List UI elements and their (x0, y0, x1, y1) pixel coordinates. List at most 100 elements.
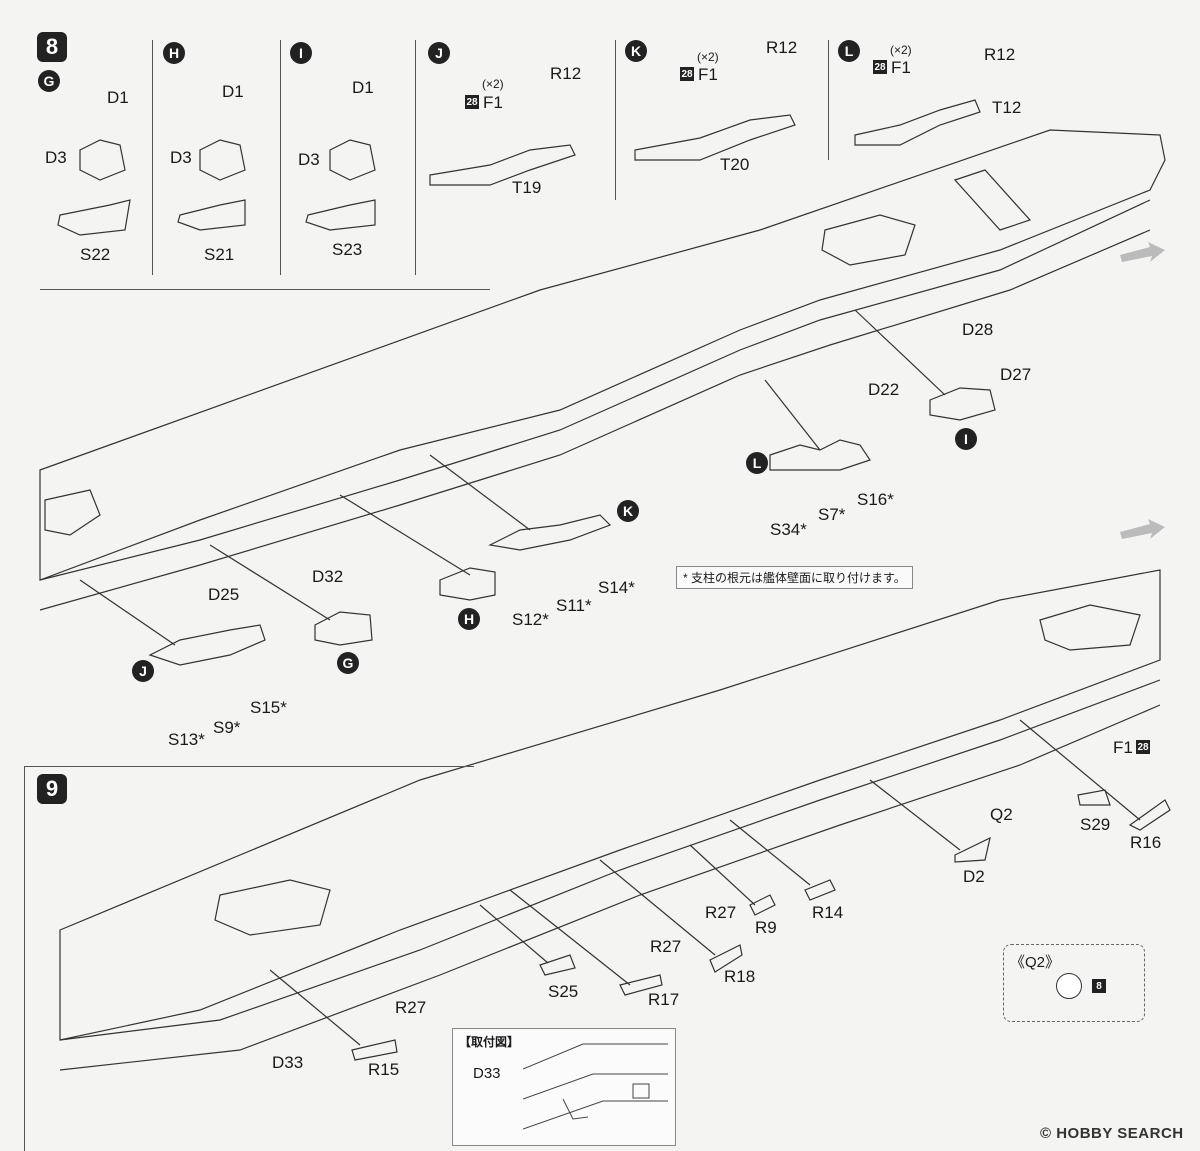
part-label-D3: D3 (170, 148, 192, 167)
sprue-number-badge: 28 (465, 95, 479, 109)
part-label-R12: R12 (766, 38, 798, 57)
part-label-D3: D3 (45, 148, 67, 167)
part-S29-shape (1077, 789, 1111, 806)
part-label-D28: D28 (962, 320, 994, 339)
arrow9-R18 (599, 859, 716, 956)
arrow9-R16 (1019, 719, 1141, 821)
part-label-D1: D1 (222, 82, 244, 101)
part-label-R15: R15 (368, 1060, 400, 1079)
part-label-R12: R12 (984, 45, 1016, 64)
part-S25-shape (539, 954, 576, 976)
assembly-marker-H: H (458, 608, 480, 630)
divider (152, 40, 153, 275)
elevator-2 (44, 489, 101, 536)
arrow-J (79, 579, 176, 646)
mounting-detail-drawing (523, 1043, 668, 1130)
subassy-L (769, 439, 871, 471)
part-label-D1: D1 (352, 78, 374, 97)
assembly-note: * 支柱の根元は艦体壁面に取り付けます。 (676, 566, 913, 589)
elevator9-1 (1039, 604, 1141, 651)
arrow9-R9 (689, 844, 756, 906)
motion-arrow-2 (1120, 519, 1165, 539)
assembly-marker-G: G (337, 652, 359, 674)
part-label-F1: F1 (891, 58, 911, 77)
assembly-marker-J: J (132, 660, 154, 682)
divider (40, 289, 490, 290)
part-label-R9: R9 (755, 918, 777, 937)
subassy-K (488, 514, 612, 551)
subG-S22 (57, 199, 131, 236)
part-label-Q2: Q2 (990, 805, 1013, 824)
part-R17-shape (619, 974, 663, 996)
part-label-S29: S29 (1080, 815, 1111, 834)
divider (415, 40, 416, 275)
assembly-marker-L: L (746, 452, 768, 474)
step-9-badge: 9 (37, 774, 67, 804)
hull-lower-line (39, 229, 1151, 611)
hull9-lower-line (59, 704, 1161, 1071)
hull9-side-line (59, 679, 1161, 1041)
elevator9-2 (214, 879, 331, 936)
sprue-number-badge: 28 (680, 67, 694, 81)
hull-side-line (39, 199, 1151, 581)
arrow-G (209, 544, 331, 621)
sprue-number-badge: 8 (1092, 979, 1106, 993)
part-label-S12: S12* (512, 610, 549, 629)
part-label-T20: T20 (720, 155, 750, 174)
substep-L-marker: L (838, 40, 860, 62)
quantity-label: (×2) (890, 43, 912, 57)
part-label-S7: S7* (818, 505, 846, 524)
assembly-marker-K: K (617, 500, 639, 522)
subH-D3 (199, 139, 246, 181)
divider (24, 766, 25, 1151)
part-R18-shape (709, 944, 743, 973)
part-R16-shape (1128, 799, 1171, 831)
part-label-R27: R27 (650, 937, 682, 956)
part-label-T19: T19 (512, 178, 542, 197)
substep-H-marker: H (163, 42, 185, 64)
part-label-R14: R14 (812, 903, 844, 922)
subassy-H (439, 567, 496, 601)
sprue-number-badge: 28 (1136, 740, 1150, 754)
part-label-S23: S23 (332, 240, 363, 259)
part-label-R16: R16 (1130, 833, 1162, 852)
subJ-T19 (429, 144, 576, 186)
part-label-D33: D33 (272, 1053, 304, 1072)
part-label-D1: D1 (107, 88, 129, 107)
part-label-S21: S21 (204, 245, 235, 264)
mounting-diagram-inset: 【取付図】 D33 (452, 1028, 676, 1146)
part-R15-shape (351, 1039, 398, 1061)
divider (280, 40, 281, 275)
part-label-D33: D33 (473, 1065, 501, 1082)
part-label-S34: S34* (770, 520, 807, 539)
subG-D3 (79, 139, 126, 181)
quantity-label: (×2) (482, 77, 504, 91)
arrow9-R14 (729, 819, 811, 886)
subK-T20 (634, 114, 796, 161)
arrow9-R15 (269, 969, 361, 1046)
part-label-D3: D3 (298, 150, 320, 169)
part-D2-shape (954, 836, 991, 863)
arrow9-R17 (509, 889, 631, 986)
divider (615, 40, 616, 200)
part-label-F1: F1 (483, 93, 503, 112)
part-label-S25: S25 (548, 982, 579, 1001)
part-label-S11: S11* (556, 596, 592, 615)
subI-S23 (305, 199, 376, 231)
part-label-S22: S22 (80, 245, 111, 264)
arrow-I (854, 309, 946, 396)
substep-G-marker: G (38, 70, 60, 92)
part-label-S13: S13* (168, 730, 205, 749)
part-label-R18: R18 (724, 967, 756, 986)
part-label-S15: S15* (250, 698, 287, 717)
part-label-R27: R27 (705, 903, 737, 922)
subI-D3 (329, 139, 376, 181)
arrow9-S25 (479, 904, 549, 964)
deck-stripe (953, 169, 1032, 231)
part-label-R12: R12 (550, 64, 582, 83)
quantity-label: (×2) (697, 50, 719, 64)
divider (828, 40, 829, 160)
part-label-S16: S16* (857, 490, 894, 509)
part-label-T12: T12 (992, 98, 1022, 117)
part-label-D22: D22 (868, 380, 900, 399)
